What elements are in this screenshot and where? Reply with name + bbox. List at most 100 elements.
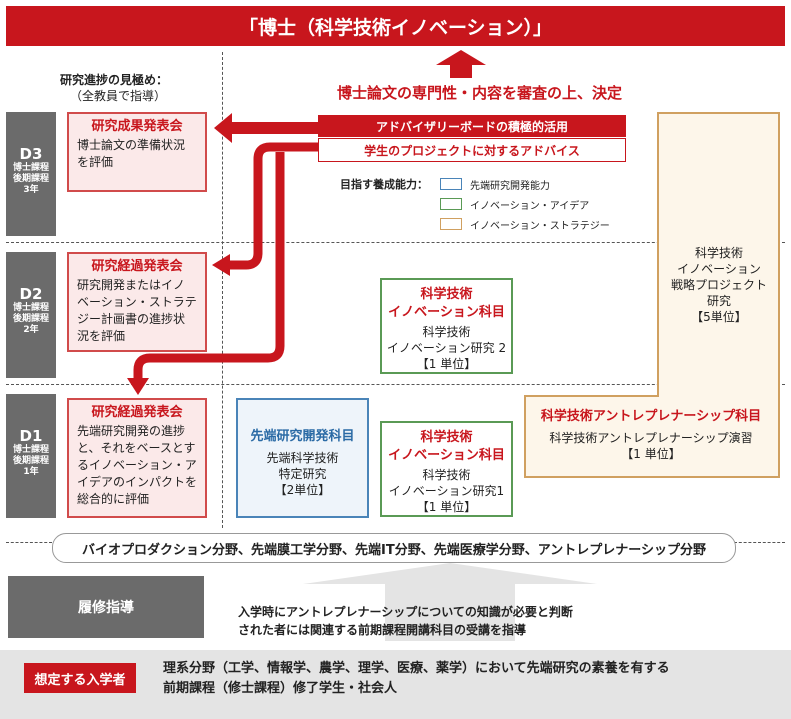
course-heading: 科学技術アントレプレナーシップ科目 [540, 409, 762, 424]
row-divider-d3-d2 [6, 242, 785, 243]
course-line: イノベーション研究1 [388, 484, 505, 498]
course-heading-line1: 科学技術 [420, 430, 473, 445]
course-line: 【1 単位】 [416, 500, 477, 514]
fields-divider-right [734, 542, 785, 543]
course-heading-line2: イノベーション科目 [388, 448, 505, 463]
eval-heading: 研究成果発表会 [91, 119, 183, 134]
eval-box-d3: 研究成果発表会 博士論文の準備状況 を評価 [67, 112, 207, 192]
course-heading: 科学技術 イノベーション科目 [382, 286, 511, 322]
grey-arrow-head [303, 563, 597, 584]
advanced-rd-course: 先端研究開発科目 先端科学技術 特定研究 【2単位】 [236, 398, 369, 518]
legend-item-innovation-strategy: イノベーション・ストラテジー [470, 221, 610, 232]
arrow-head-to-d2-eval [212, 254, 230, 276]
eval-line: 況を評価 [77, 329, 126, 343]
course-line: 【1 単位】 [416, 357, 477, 371]
eval-line: ベーション・ストラテ [77, 295, 197, 309]
arrow-path-to-d1-eval [133, 152, 285, 378]
eval-line: 総合的に評価 [77, 492, 150, 506]
course-heading: 先端研究開発科目 [250, 429, 355, 444]
year-course-line2: 後期課程 [12, 314, 49, 324]
entrepreneurship-course: 科学技術アントレプレナーシップ科目 科学技術アントレプレナーシップ演習 【1 単… [528, 408, 774, 462]
legend-swatch-blue [440, 178, 462, 190]
row-divider-d2-d1 [6, 384, 785, 385]
arrow-path-to-d2-eval [230, 142, 318, 270]
year-course-line2: 後期課程 [12, 456, 49, 466]
eval-line: るイノベーション・ア [77, 458, 197, 472]
course-line: 研究 [706, 294, 731, 308]
column-divider [222, 52, 223, 528]
eval-box-d1: 研究経過発表会 先端研究開発の進捗 と、それをベースとす るイノベーション・ア … [67, 398, 207, 518]
fields-divider-left [6, 542, 52, 543]
degree-title-bar: 「博士（科学技術イノベーション）」 [6, 6, 785, 46]
year-number: 3年 [23, 185, 39, 195]
course-heading-line2: イノベーション科目 [388, 305, 505, 320]
course-line: 科学技術 [422, 325, 471, 339]
legend-swatch-orange [440, 218, 462, 230]
guidance-label-box: 履修指導 [8, 576, 204, 638]
course-line: イノベーション研究 2 [386, 341, 507, 355]
legend-item-advanced-rd: 先端研究開発能力 [470, 181, 550, 192]
course-line: 戦略プロジェクト [670, 278, 767, 292]
legend-item-innovation-idea: イノベーション・アイデア [470, 201, 590, 212]
eval-heading: 研究経過発表会 [91, 405, 183, 420]
year-code: D3 [19, 145, 43, 163]
course-line: 【2単位】 [274, 483, 331, 497]
fields-text: バイオプロダクション分野、先端膜工学分野、先端IT分野、先端医療学分野、アントレ… [82, 542, 706, 558]
course-line: 科学技術 [694, 246, 743, 260]
course-line: 科学技術 [422, 468, 471, 482]
eval-line: 研究開発またはイノ [77, 278, 186, 292]
applicant-label-box: 想定する入学者 [24, 663, 136, 693]
course-heading: 科学技術 イノベーション科目 [382, 429, 511, 465]
applicant-line2: 前期課程（修士課程）修了学生・社会人 [163, 681, 398, 696]
year-box-d1: D1 博士課程 後期課程 1年 [6, 394, 56, 518]
course-line: 特定研究 [278, 467, 327, 481]
course-line: 【1 単位】 [621, 447, 681, 461]
student-advice-label: 学生のプロジェクトに対するアドバイス [364, 143, 580, 158]
year-course-line2: 後期課程 [12, 174, 49, 184]
guidance-label: 履修指導 [78, 600, 134, 616]
eval-box-d2: 研究経過発表会 研究開発またはイノ ベーション・ストラテ ジー計画書の進捗状 況… [67, 252, 207, 352]
year-box-d2: D2 博士課程 後期課程 2年 [6, 252, 56, 378]
degree-title: 「博士（科学技術イノベーション）」 [238, 16, 553, 39]
advisory-board-banner: アドバイザリーボードの積極的活用 [318, 115, 626, 137]
eval-line: を評価 [77, 155, 114, 169]
eval-line: と、それをベースとす [77, 441, 196, 455]
fields-bar: バイオプロダクション分野、先端膜工学分野、先端IT分野、先端医療学分野、アントレ… [52, 533, 736, 563]
up-arrow-to-title [436, 50, 486, 78]
year-number: 2年 [23, 325, 39, 335]
advisory-board-label: アドバイザリーボードの積極的活用 [375, 119, 568, 134]
decision-text: 博士論文の専門性・内容を審査の上、決定 [337, 84, 623, 102]
applicant-description: 理系分野（工学、情報学、農学、理学、医療、薬学）において先端研究の素養を有する … [163, 659, 670, 699]
eval-line: 先端研究開発の進捗 [77, 424, 186, 438]
year-course-line1: 博士課程 [12, 303, 49, 313]
progress-note-sub: （全教員で指導） [70, 89, 167, 103]
applicant-line1: 理系分野（工学、情報学、農学、理学、医療、薬学）において先端研究の素養を有する [163, 661, 670, 676]
year-course-line1: 博士課程 [12, 445, 49, 455]
applicant-label: 想定する入学者 [34, 672, 126, 688]
strategy-project-course: 科学技術 イノベーション 戦略プロジェクト 研究 【5単位】 [660, 245, 778, 325]
course-line: 【5単位】 [691, 310, 747, 324]
progress-note-heading: 研究進捗の見極め： [60, 73, 169, 87]
course-line: イノベーション [677, 262, 761, 276]
legend-swatch-green [440, 198, 462, 210]
legend-label: 目指す養成能力： [340, 178, 428, 191]
year-box-d3: D3 博士課程 後期課程 3年 [6, 112, 56, 236]
course-heading-line1: 科学技術 [420, 287, 473, 302]
eval-line: イデアのインパクトを [77, 475, 198, 489]
eval-line: 博士論文の準備状況 [77, 138, 186, 152]
year-number: 1年 [23, 467, 39, 477]
guidance-line2: された者には関連する前期課程開講科目の受講を指導 [238, 623, 527, 637]
eval-line: ジー計画書の進捗状 [77, 312, 186, 326]
year-code: D2 [19, 285, 43, 303]
innovation-course-d1: 科学技術 イノベーション科目 科学技術 イノベーション研究1 【1 単位】 [380, 421, 513, 517]
year-code: D1 [19, 427, 43, 445]
year-course-line1: 博士課程 [12, 163, 49, 173]
eval-heading: 研究経過発表会 [91, 259, 183, 274]
grey-arrow-shaft [385, 584, 515, 641]
guidance-text: 入学時にアントレプレナーシップについての知識が必要と判断 された者には関連する前… [238, 603, 573, 639]
guidance-line1: 入学時にアントレプレナーシップについての知識が必要と判断 [238, 605, 573, 619]
arrow-head-to-d1-eval [127, 378, 149, 395]
innovation-course-d2: 科学技術 イノベーション科目 科学技術 イノベーション研究 2 【1 単位】 [380, 278, 513, 374]
course-line: 科学技術アントレプレナーシップ演習 [549, 431, 753, 445]
